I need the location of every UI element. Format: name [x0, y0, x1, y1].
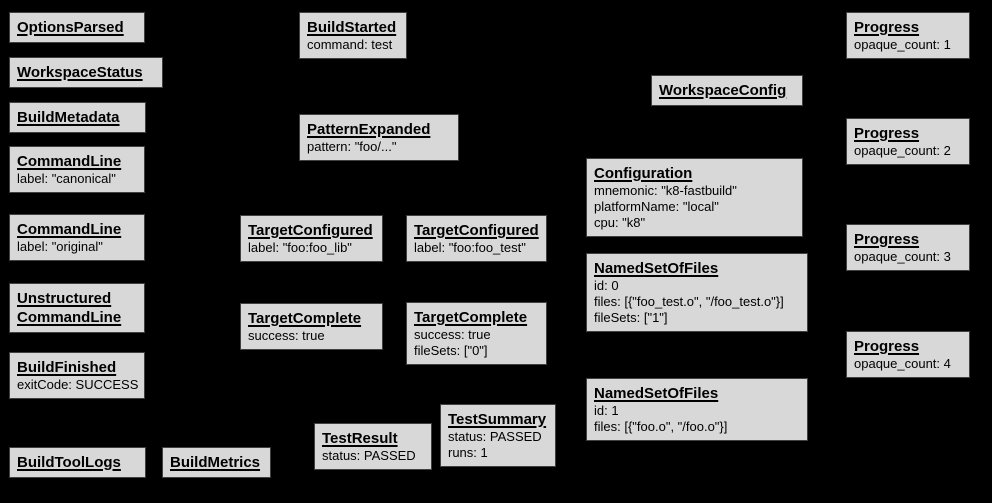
node-title: TargetConfigured	[414, 222, 539, 239]
node-pattern-expanded: PatternExpanded pattern: "foo/..."	[299, 114, 459, 161]
node-field: label: "original"	[17, 239, 103, 254]
node-field: mnemonic: "k8-fastbuild"	[594, 183, 737, 198]
node-title: Configuration	[594, 165, 693, 182]
node-field: label: "canonical"	[17, 171, 116, 186]
node-options-parsed: OptionsParsed	[9, 12, 145, 43]
node-field: fileSets: ["1"]	[594, 310, 668, 325]
node-field: status: PASSED	[448, 429, 542, 444]
node-title: NamedSetOfFiles	[594, 385, 719, 402]
node-build-metadata: BuildMetadata	[9, 102, 146, 133]
node-title: OptionsParsed	[17, 19, 124, 36]
node-progress-2: Progress opaque_count: 2	[846, 118, 970, 165]
node-target-configured-foo-test: TargetConfigured label: "foo:foo_test"	[406, 215, 547, 262]
node-field: runs: 1	[448, 445, 488, 460]
node-title: CommandLine	[17, 221, 122, 238]
node-title: TestResult	[322, 430, 398, 447]
node-title: Progress	[854, 231, 920, 248]
node-build-finished: BuildFinished exitCode: SUCCESS	[9, 352, 145, 399]
node-title: BuildStarted	[307, 19, 397, 36]
node-title: TargetConfigured	[248, 222, 373, 239]
node-title: NamedSetOfFiles	[594, 260, 719, 277]
node-field: exitCode: SUCCESS	[17, 377, 139, 392]
node-title: TargetComplete	[248, 310, 362, 327]
node-command-line-canonical: CommandLine label: "canonical"	[9, 146, 145, 193]
node-title: PatternExpanded	[307, 121, 431, 138]
node-target-configured-foo-lib: TargetConfigured label: "foo:foo_lib"	[240, 215, 383, 262]
node-field: id: 1	[594, 403, 619, 418]
node-field: files: [{"foo.o", "/foo.o"}]	[594, 419, 728, 434]
node-progress-1: Progress opaque_count: 1	[846, 12, 970, 59]
node-title: Progress	[854, 338, 920, 355]
node-field: opaque_count: 4	[854, 356, 951, 371]
node-field: success: true	[248, 328, 325, 343]
node-test-result: TestResult status: PASSED	[314, 423, 432, 470]
node-test-summary: TestSummary status: PASSED runs: 1	[440, 404, 556, 467]
node-field: label: "foo:foo_test"	[414, 240, 526, 255]
node-unstructured-command-line: Unstructured CommandLine	[9, 283, 145, 333]
node-field: platformName: "local"	[594, 199, 719, 214]
node-title: CommandLine	[17, 309, 122, 326]
node-title: WorkspaceConfig	[659, 82, 787, 99]
node-progress-4: Progress opaque_count: 4	[846, 331, 970, 378]
node-field: cpu: "k8"	[594, 215, 646, 230]
node-title: Progress	[854, 19, 920, 36]
node-title: BuildFinished	[17, 359, 117, 376]
node-title: WorkspaceStatus	[17, 64, 143, 81]
node-build-tool-logs: BuildToolLogs	[9, 447, 146, 478]
node-named-set-of-files-1: NamedSetOfFiles id: 1 files: [{"foo.o", …	[586, 378, 808, 441]
node-title: CommandLine	[17, 153, 122, 170]
node-field: command: test	[307, 37, 393, 52]
node-title: BuildMetadata	[17, 109, 120, 126]
node-title: TestSummary	[448, 411, 547, 428]
node-workspace-config: WorkspaceConfig	[651, 75, 803, 106]
node-field: status: PASSED	[322, 448, 416, 463]
node-workspace-status: WorkspaceStatus	[9, 57, 163, 88]
node-field: id: 0	[594, 278, 619, 293]
node-build-started: BuildStarted command: test	[299, 12, 407, 59]
node-field: fileSets: ["0"]	[414, 343, 488, 358]
node-target-complete-foo-test: TargetComplete success: true fileSets: […	[406, 302, 547, 365]
node-field: success: true	[414, 327, 491, 342]
node-field: opaque_count: 1	[854, 37, 951, 52]
node-configuration: Configuration mnemonic: "k8-fastbuild" p…	[586, 158, 803, 237]
node-title: TargetComplete	[414, 309, 528, 326]
node-title: BuildToolLogs	[17, 454, 121, 471]
node-progress-3: Progress opaque_count: 3	[846, 224, 970, 271]
node-command-line-original: CommandLine label: "original"	[9, 214, 145, 261]
node-build-metrics: BuildMetrics	[162, 447, 271, 478]
node-title: Progress	[854, 125, 920, 142]
node-field: label: "foo:foo_lib"	[248, 240, 352, 255]
node-field: opaque_count: 3	[854, 249, 951, 264]
node-target-complete-foo-lib: TargetComplete success: true	[240, 303, 383, 350]
node-field: files: [{"foo_test.o", "/foo_test.o"}]	[594, 294, 784, 309]
node-title: BuildMetrics	[170, 454, 261, 471]
node-named-set-of-files-0: NamedSetOfFiles id: 0 files: [{"foo_test…	[586, 253, 808, 332]
node-field: opaque_count: 2	[854, 143, 951, 158]
node-field: pattern: "foo/..."	[307, 139, 397, 154]
node-title: Unstructured	[17, 290, 112, 307]
